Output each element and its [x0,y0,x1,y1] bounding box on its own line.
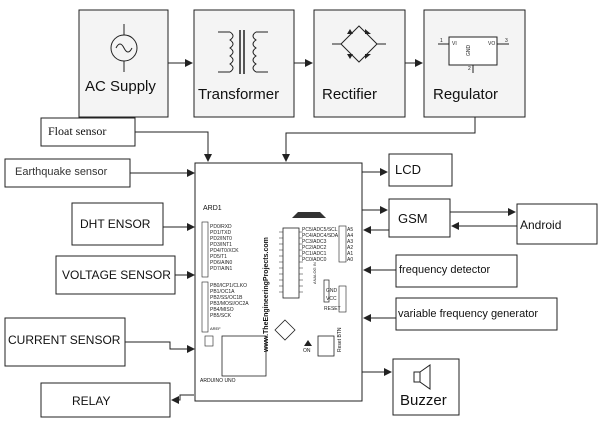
pin-label: PD7/AIN1 [210,266,233,272]
aref-label: AREF [210,326,221,331]
variable-frequency-generator-label: variable frequency generator [398,308,539,320]
analog-label: A0 [347,257,354,263]
lcd-box [388,153,453,187]
analog-label: A2 [347,245,354,251]
rectifier-label: Rectifier [322,86,378,103]
arrow-float-to-arduino [135,131,212,162]
pin-label: PD4/T0/XCK [210,248,239,254]
power-label: VCC [326,296,337,302]
regulator-ic-icon [438,36,509,73]
speaker-icon [413,364,431,390]
rectifier-box [313,9,406,118]
dht-sensor-box [71,202,164,246]
regulator-pin-2: 2 [468,66,471,72]
lcd-label: LCD [395,162,422,177]
power-label: RESET [324,306,341,312]
float-sensor-label: Float sensor [48,124,107,138]
pin-label: PB0/ICP1/CLKO [210,283,247,289]
transformer-label: Transformer [198,86,280,103]
analog-label: A4 [347,233,354,239]
current-sensor-box [4,317,126,367]
analog-label: A3 [347,239,354,245]
earthquake-sensor-box [4,158,131,188]
analog-label: A1 [347,251,354,257]
arduino-board [194,162,363,402]
arduino-board-name: ARDUINO UNO [200,378,236,384]
pin-label: PC4/ADC4/SDA [302,233,339,239]
pin-label: PD0/RXD [210,224,232,230]
pin-label: PB1/OC1A [210,289,235,295]
transformer-icon [218,30,268,74]
relay-box [40,382,171,418]
pin-label: PB5/SCK [210,313,232,319]
on-label: ON [303,348,311,354]
regulator-pin-out: VO [488,41,496,47]
earthquake-sensor-label: Earthquake sensor [15,166,108,178]
arduino-schematic [201,212,347,377]
regulator-pin-3: 3 [505,38,508,44]
ac-source-icon [110,24,138,72]
current-sensor-label: CURRENT SENSOR [8,333,121,347]
android-label: Android [520,218,562,232]
pin-label: PC2/ADC2 [302,245,327,251]
regulator-pin-in: VI [452,41,457,47]
arrow-regulator-to-arduino [282,117,476,162]
regulator-pin-1: 1 [440,38,443,44]
power-label: GND [326,288,338,294]
arduino-watermark: www.TheEngineeringProjects.com [263,237,270,352]
buzzer-label: Buzzer [400,392,447,409]
pin-label: PD6/AIN0 [210,260,233,266]
variable-frequency-generator-box [395,297,558,331]
android-box [516,203,598,245]
relay-label: RELAY [72,394,111,408]
arrow-current-to-arduino [125,341,195,353]
ac-supply-label: AC Supply [85,78,156,95]
pin-label: PC5/ADC5/SCL [302,227,338,233]
dht-sensor-label: DHT ENSOR [80,217,151,231]
analog-label: A5 [347,227,354,233]
analog-in-label: ANALOG IN [312,262,317,284]
pin-label: PC0/ADC0 [302,257,327,263]
gsm-label: GSM [398,211,428,226]
frequency-detector-box [395,254,518,288]
bridge-rectifier-icon [332,25,386,63]
pin-label: PB3/MOSI/OC2A [210,301,249,307]
pin-label: PD3/INT1 [210,242,232,248]
pin-label: PC3/ADC3 [302,239,327,245]
voltage-sensor-label: VOLTAGE SENSOR [62,268,171,282]
pin-label: PC1/ADC1 [302,251,327,257]
reset-button-label: Reset BTN [337,327,343,352]
pin-label: PB2/SS/OC1B [210,295,243,301]
pin-label: PD2/INT0 [210,236,232,242]
gsm-box [388,198,451,238]
arduino-ref-label: ARD1 [203,205,222,212]
voltage-sensor-box [55,255,176,295]
regulator-label: Regulator [433,86,499,103]
regulator-pin-gnd: GND [466,44,472,56]
pin-label: PD1/TXD [210,230,232,236]
frequency-detector-label: frequency detector [399,264,491,276]
pin-label: PD5/T1 [210,254,227,260]
pin-label: PB4/MISO [210,307,234,313]
arrow-arduino-to-relay [171,394,194,404]
